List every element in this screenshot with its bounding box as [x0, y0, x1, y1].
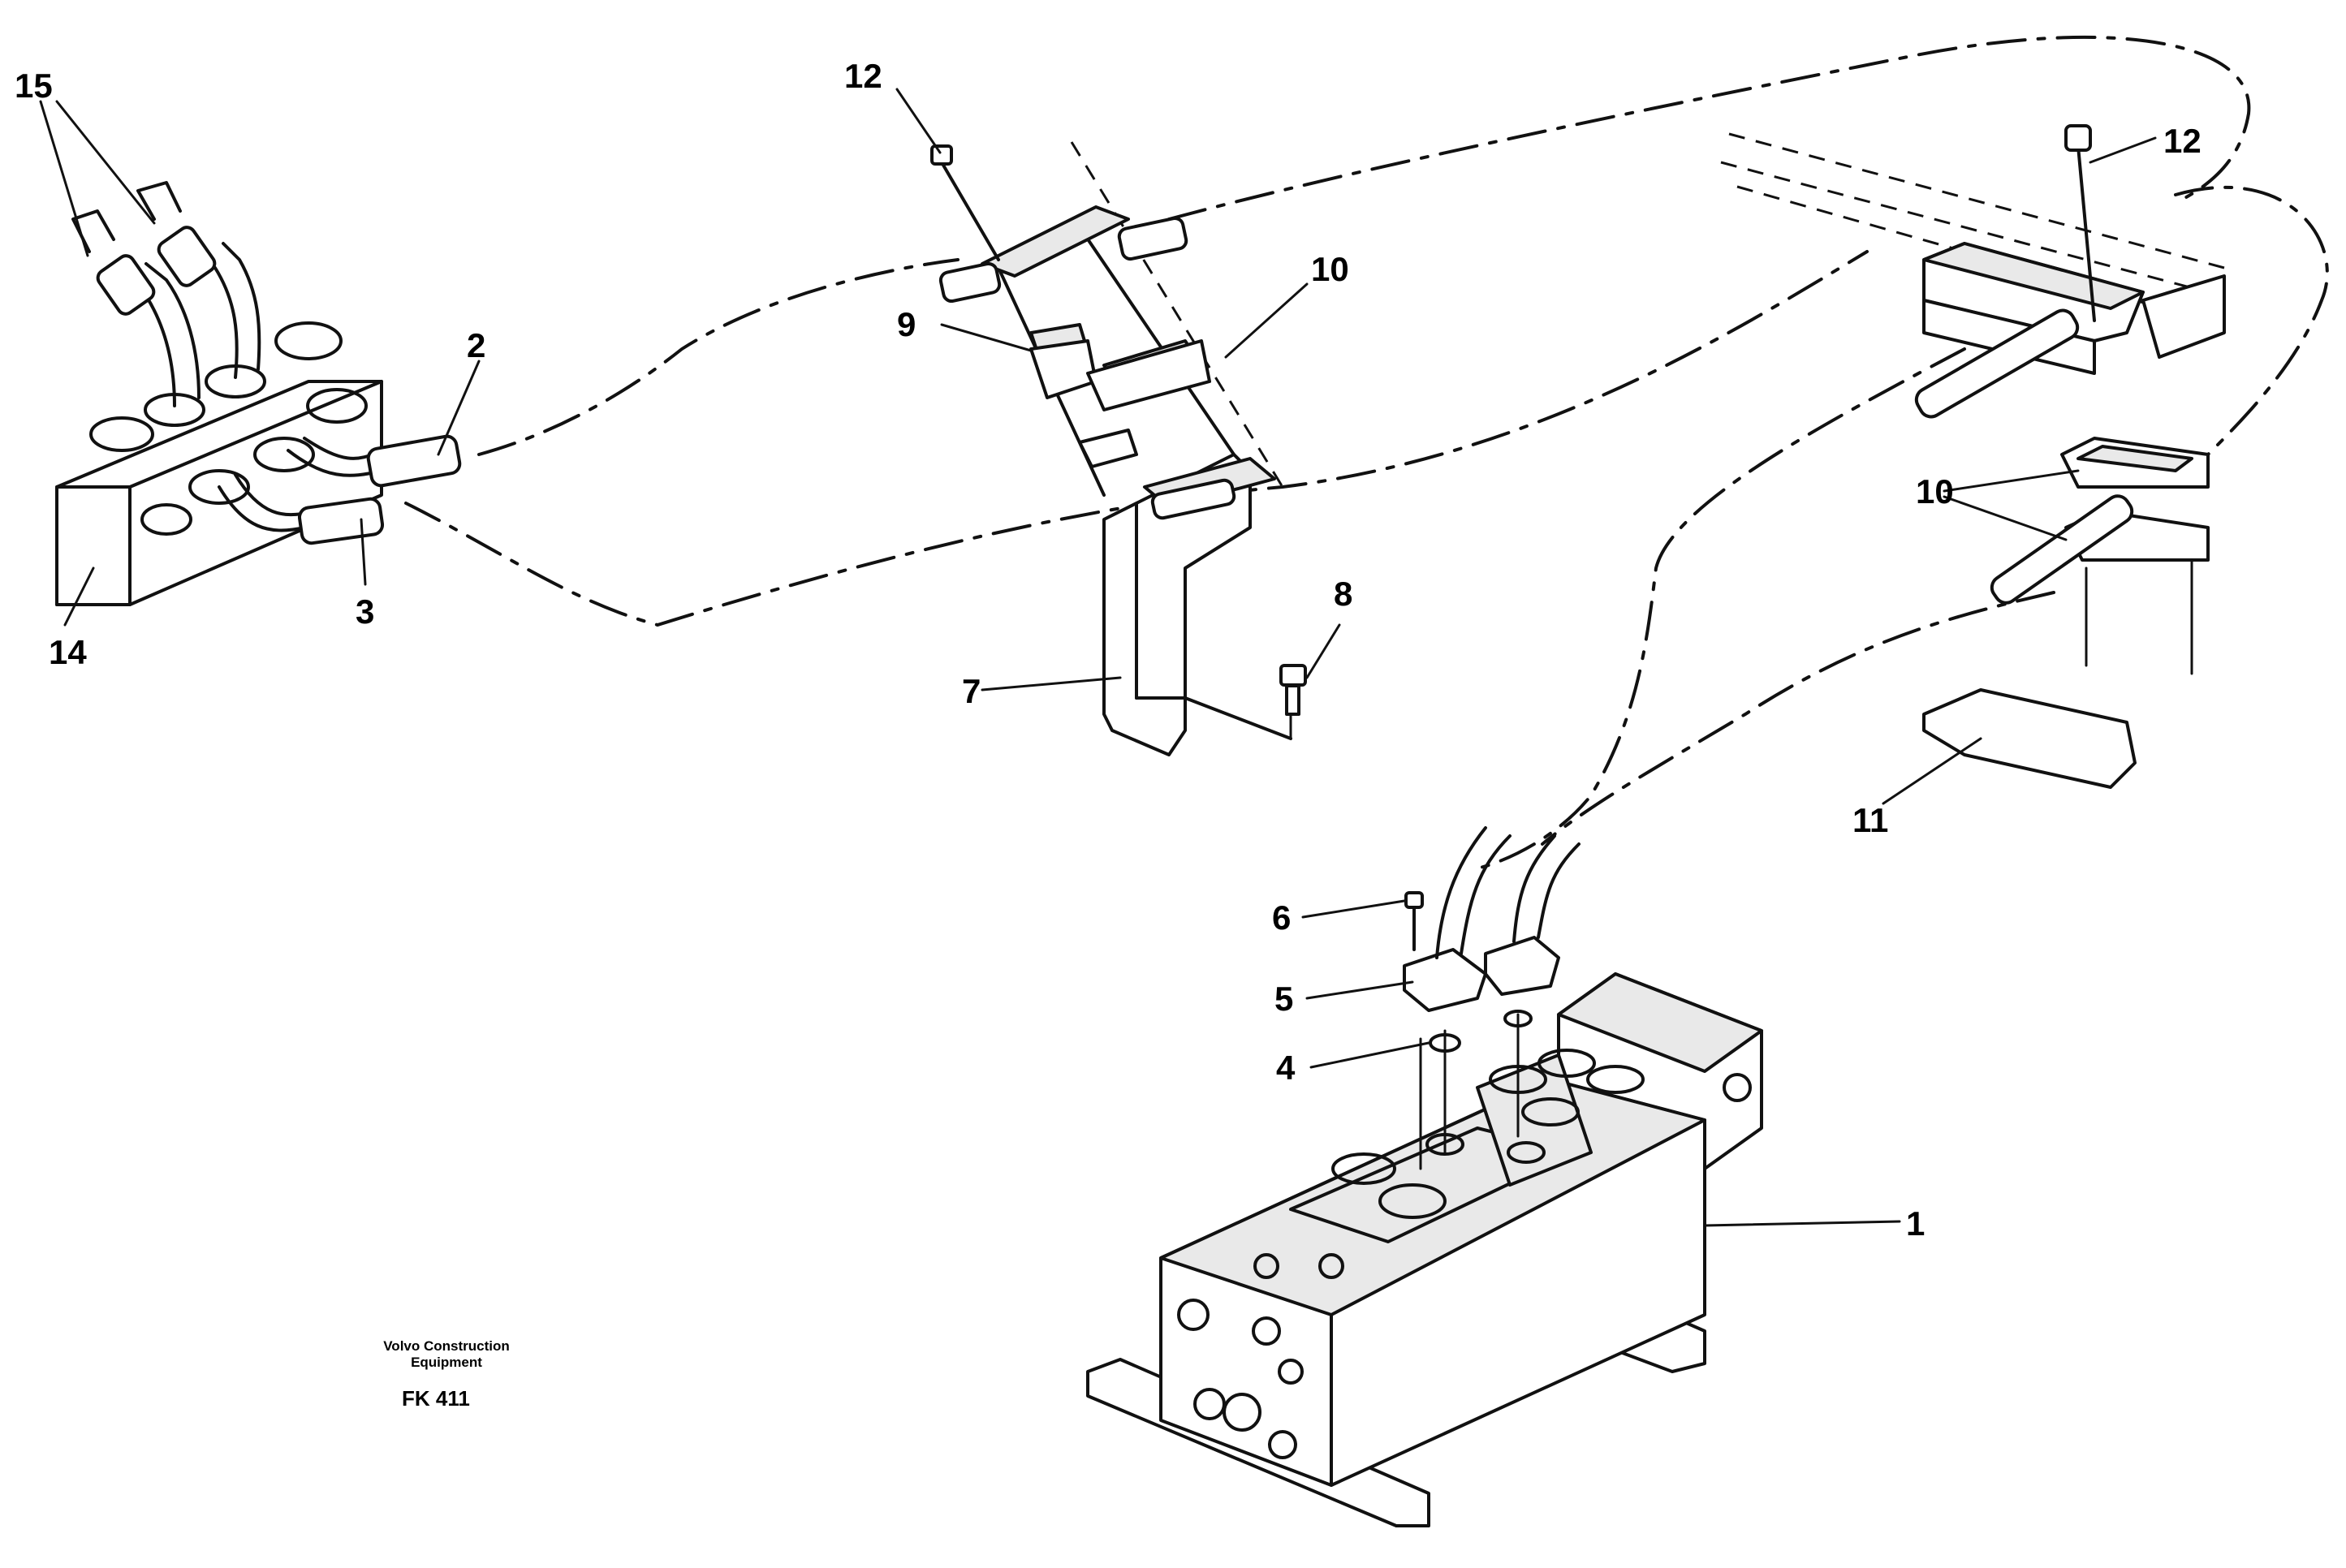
footer-brand: Volvo Construction Equipment FK 411: [383, 1338, 510, 1411]
leader-lines: [39, 88, 2157, 1227]
valve-block-14: [55, 181, 462, 606]
callout-4: 4: [1276, 1049, 1296, 1087]
callout-7: 7: [962, 672, 981, 710]
callout-6: 6: [1272, 898, 1291, 937]
callout-labels: 15 2 3 14 12 9 10 7 8 12 10 11 6 5 4 1: [15, 57, 2202, 1243]
callout-12-left: 12: [844, 57, 882, 95]
callout-11: 11: [1852, 801, 1888, 839]
callout-5: 5: [1274, 980, 1293, 1018]
callout-1: 1: [1906, 1204, 1925, 1243]
callout-9: 9: [897, 305, 916, 343]
bracket-7: [930, 141, 1307, 756]
callout-15: 15: [15, 67, 53, 105]
brand-line-1: Volvo Construction: [383, 1338, 510, 1354]
valve-block-1: [1086, 826, 1763, 1527]
callout-10-top: 10: [1311, 250, 1349, 288]
callout-14: 14: [49, 633, 87, 671]
figure-code: FK 411: [402, 1386, 470, 1411]
callout-8: 8: [1334, 575, 1352, 613]
callout-12-right: 12: [2163, 122, 2202, 160]
brand-line-2: Equipment: [411, 1355, 482, 1370]
callout-10-right: 10: [1916, 472, 1954, 510]
bracket-assembly-right: [1914, 124, 2226, 789]
callout-2: 2: [467, 326, 485, 364]
hose-routing: [404, 36, 2329, 870]
callout-3: 3: [356, 592, 374, 631]
